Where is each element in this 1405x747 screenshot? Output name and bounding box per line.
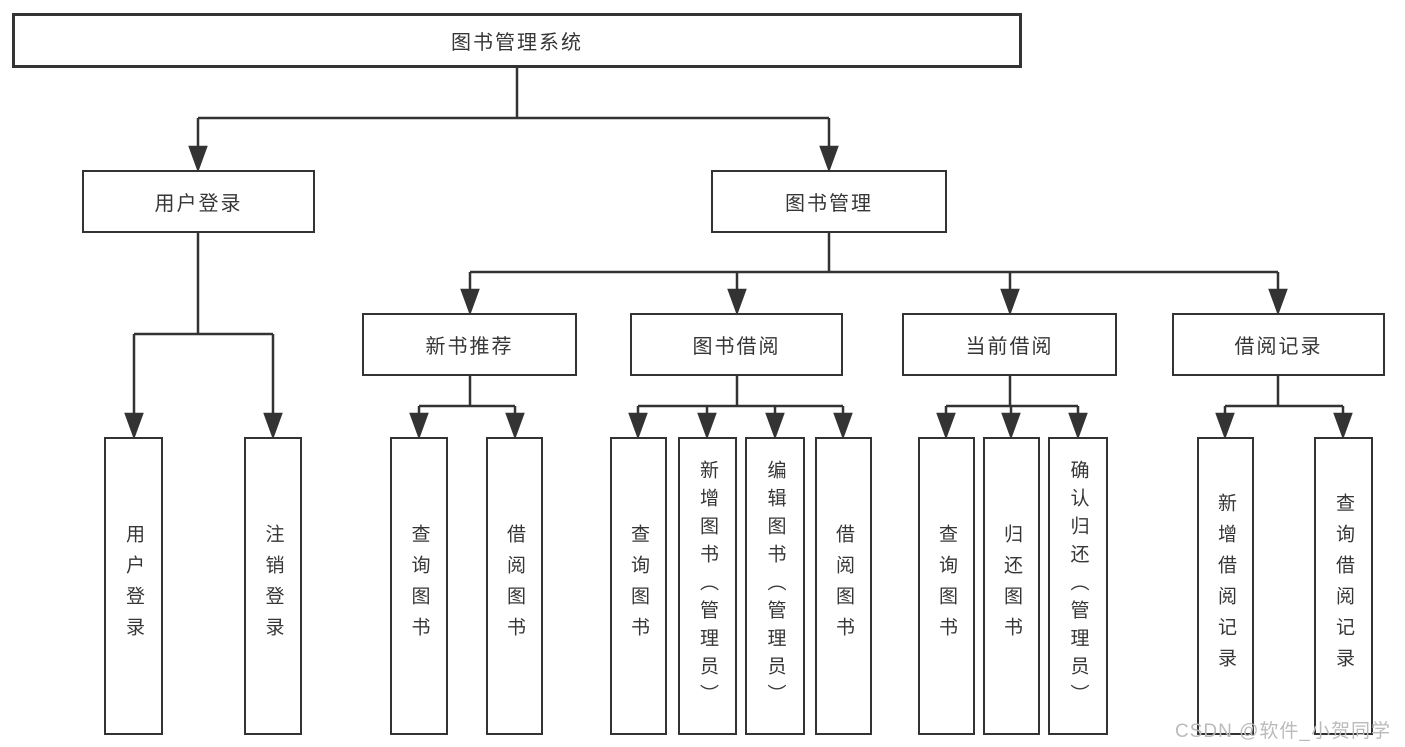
node-book-management: 图书管理 bbox=[711, 170, 947, 233]
node-book-management-label: 图书管理 bbox=[785, 193, 873, 215]
leaf-user-login-label: 用户登录 bbox=[123, 524, 144, 648]
node-new-book-recommend-label: 新书推荐 bbox=[425, 336, 514, 358]
node-borrowing-records-label: 借阅记录 bbox=[1234, 336, 1323, 358]
node-borrowing-records: 借阅记录 bbox=[1172, 313, 1385, 376]
leaf-edit-books-admin-label: 编辑图书（管理员） bbox=[764, 460, 786, 712]
leaf-logout: 注销登录 bbox=[244, 437, 302, 735]
leaf-user-login: 用户登录 bbox=[104, 437, 163, 735]
node-current-borrowing-label: 当前借阅 bbox=[965, 336, 1054, 358]
node-library-system: 图书管理系统 bbox=[12, 13, 1022, 68]
node-user-login: 用户登录 bbox=[82, 170, 315, 233]
node-book-borrowing-label: 图书借阅 bbox=[692, 336, 781, 358]
leaf-confirm-return-admin-label: 确认归还（管理员） bbox=[1067, 460, 1089, 712]
leaf-query-books-borrowing-label: 查询图书 bbox=[628, 524, 649, 648]
leaf-query-books-current-label: 查询图书 bbox=[936, 524, 957, 648]
leaf-query-borrow-record: 查询借阅记录 bbox=[1314, 437, 1373, 735]
leaf-borrow-books-recommend-label: 借阅图书 bbox=[504, 524, 525, 648]
leaf-add-books-admin-label: 新增图书（管理员） bbox=[697, 460, 718, 712]
node-library-system-label: 图书管理系统 bbox=[451, 32, 583, 54]
csdn-watermark: CSDN @软件_小贺同学 bbox=[1175, 721, 1391, 742]
leaf-query-borrow-record-label: 查询借阅记录 bbox=[1333, 493, 1354, 679]
leaf-add-borrow-record-label: 新增借阅记录 bbox=[1215, 493, 1236, 679]
node-user-login-label: 用户登录 bbox=[154, 193, 243, 215]
leaf-query-books-recommend-label: 查询图书 bbox=[408, 524, 430, 648]
node-new-book-recommend: 新书推荐 bbox=[362, 313, 577, 376]
connector-spines bbox=[134, 68, 1343, 408]
leaf-add-books-admin: 新增图书（管理员） bbox=[678, 437, 737, 735]
leaf-query-books-borrowing: 查询图书 bbox=[610, 437, 667, 735]
leaf-return-books: 归还图书 bbox=[983, 437, 1040, 735]
connector-arrows bbox=[124, 118, 1353, 440]
leaf-edit-books-admin: 编辑图书（管理员） bbox=[745, 437, 805, 735]
leaf-query-books-recommend: 查询图书 bbox=[390, 437, 448, 735]
node-current-borrowing: 当前借阅 bbox=[902, 313, 1117, 376]
leaf-borrow-books-borrowing: 借阅图书 bbox=[815, 437, 872, 735]
leaf-logout-label: 注销登录 bbox=[262, 524, 284, 648]
leaf-query-books-current: 查询图书 bbox=[918, 437, 975, 735]
leaf-borrow-books-borrowing-label: 借阅图书 bbox=[833, 524, 854, 648]
leaf-return-books-label: 归还图书 bbox=[1001, 524, 1022, 648]
leaf-add-borrow-record: 新增借阅记录 bbox=[1197, 437, 1254, 735]
leaf-confirm-return-admin: 确认归还（管理员） bbox=[1048, 437, 1108, 735]
leaf-borrow-books-recommend: 借阅图书 bbox=[486, 437, 543, 735]
node-book-borrowing: 图书借阅 bbox=[630, 313, 843, 376]
